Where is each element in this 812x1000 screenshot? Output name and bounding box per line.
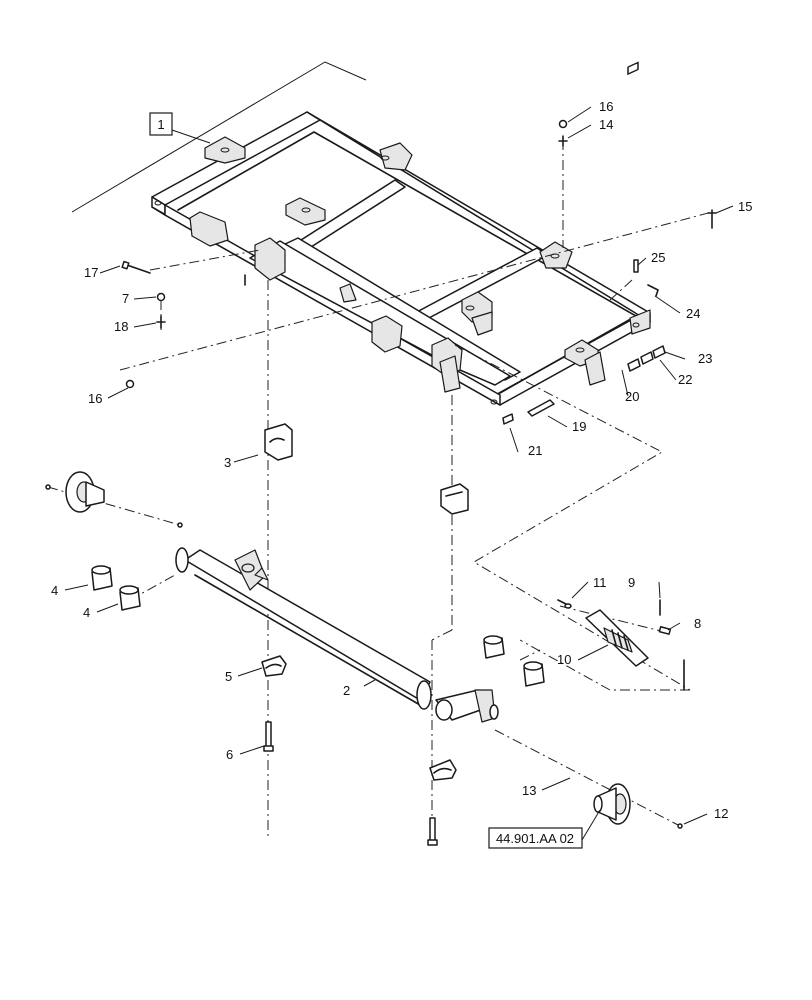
label-10[interactable]: 10 [557, 652, 571, 667]
spindle-right [435, 689, 499, 723]
leader-lines [64, 106, 734, 841]
label-19[interactable]: 19 [572, 419, 586, 434]
label-4b[interactable]: 4 [83, 605, 90, 620]
label-24[interactable]: 24 [686, 306, 700, 321]
assembly-bracket [71, 61, 367, 213]
label-13[interactable]: 13 [522, 783, 536, 798]
link-10 [585, 609, 649, 667]
label-9[interactable]: 9 [628, 575, 635, 590]
bushings-4 [91, 565, 141, 611]
label-3[interactable]: 3 [224, 455, 231, 470]
label-7[interactable]: 7 [122, 291, 129, 306]
bolt-6 [263, 721, 274, 752]
bushings-right [483, 635, 545, 687]
label-16-top[interactable]: 16 [599, 99, 613, 114]
label-14[interactable]: 14 [599, 117, 613, 132]
axle-tube-2 [175, 547, 432, 710]
hardware [45, 61, 717, 846]
label-17[interactable]: 17 [84, 265, 98, 280]
clamp-5 [261, 655, 287, 677]
label-6[interactable]: 6 [226, 747, 233, 762]
clamp-3 [264, 423, 293, 461]
clamp-lower [429, 759, 457, 781]
item-1-box [149, 112, 173, 136]
label-25[interactable]: 25 [651, 250, 665, 265]
label-20[interactable]: 20 [625, 389, 639, 404]
label-15[interactable]: 15 [738, 199, 752, 214]
label-23[interactable]: 23 [698, 351, 712, 366]
hub-left [45, 471, 183, 528]
reference-box [488, 827, 583, 849]
callout-labels: 1 16 14 15 25 24 17 7 18 23 22 20 16 19 … [51, 99, 752, 849]
label-1[interactable]: 1 [157, 117, 164, 132]
reference-label[interactable]: 44.901.AA 02 [496, 831, 574, 846]
label-22[interactable]: 22 [678, 372, 692, 387]
main-frame [151, 111, 651, 406]
label-2[interactable]: 2 [343, 683, 350, 698]
label-11[interactable]: 11 [593, 575, 607, 590]
bolt-lower [427, 817, 438, 846]
label-18[interactable]: 18 [114, 319, 128, 334]
hub-right [593, 783, 683, 829]
label-4a[interactable]: 4 [51, 583, 58, 598]
label-12[interactable]: 12 [714, 806, 728, 821]
label-5[interactable]: 5 [225, 669, 232, 684]
centerlines [47, 140, 713, 840]
label-8[interactable]: 8 [694, 616, 701, 631]
label-21[interactable]: 21 [528, 443, 542, 458]
clamp-upper-right [440, 483, 469, 515]
label-16-bottom[interactable]: 16 [88, 391, 102, 406]
